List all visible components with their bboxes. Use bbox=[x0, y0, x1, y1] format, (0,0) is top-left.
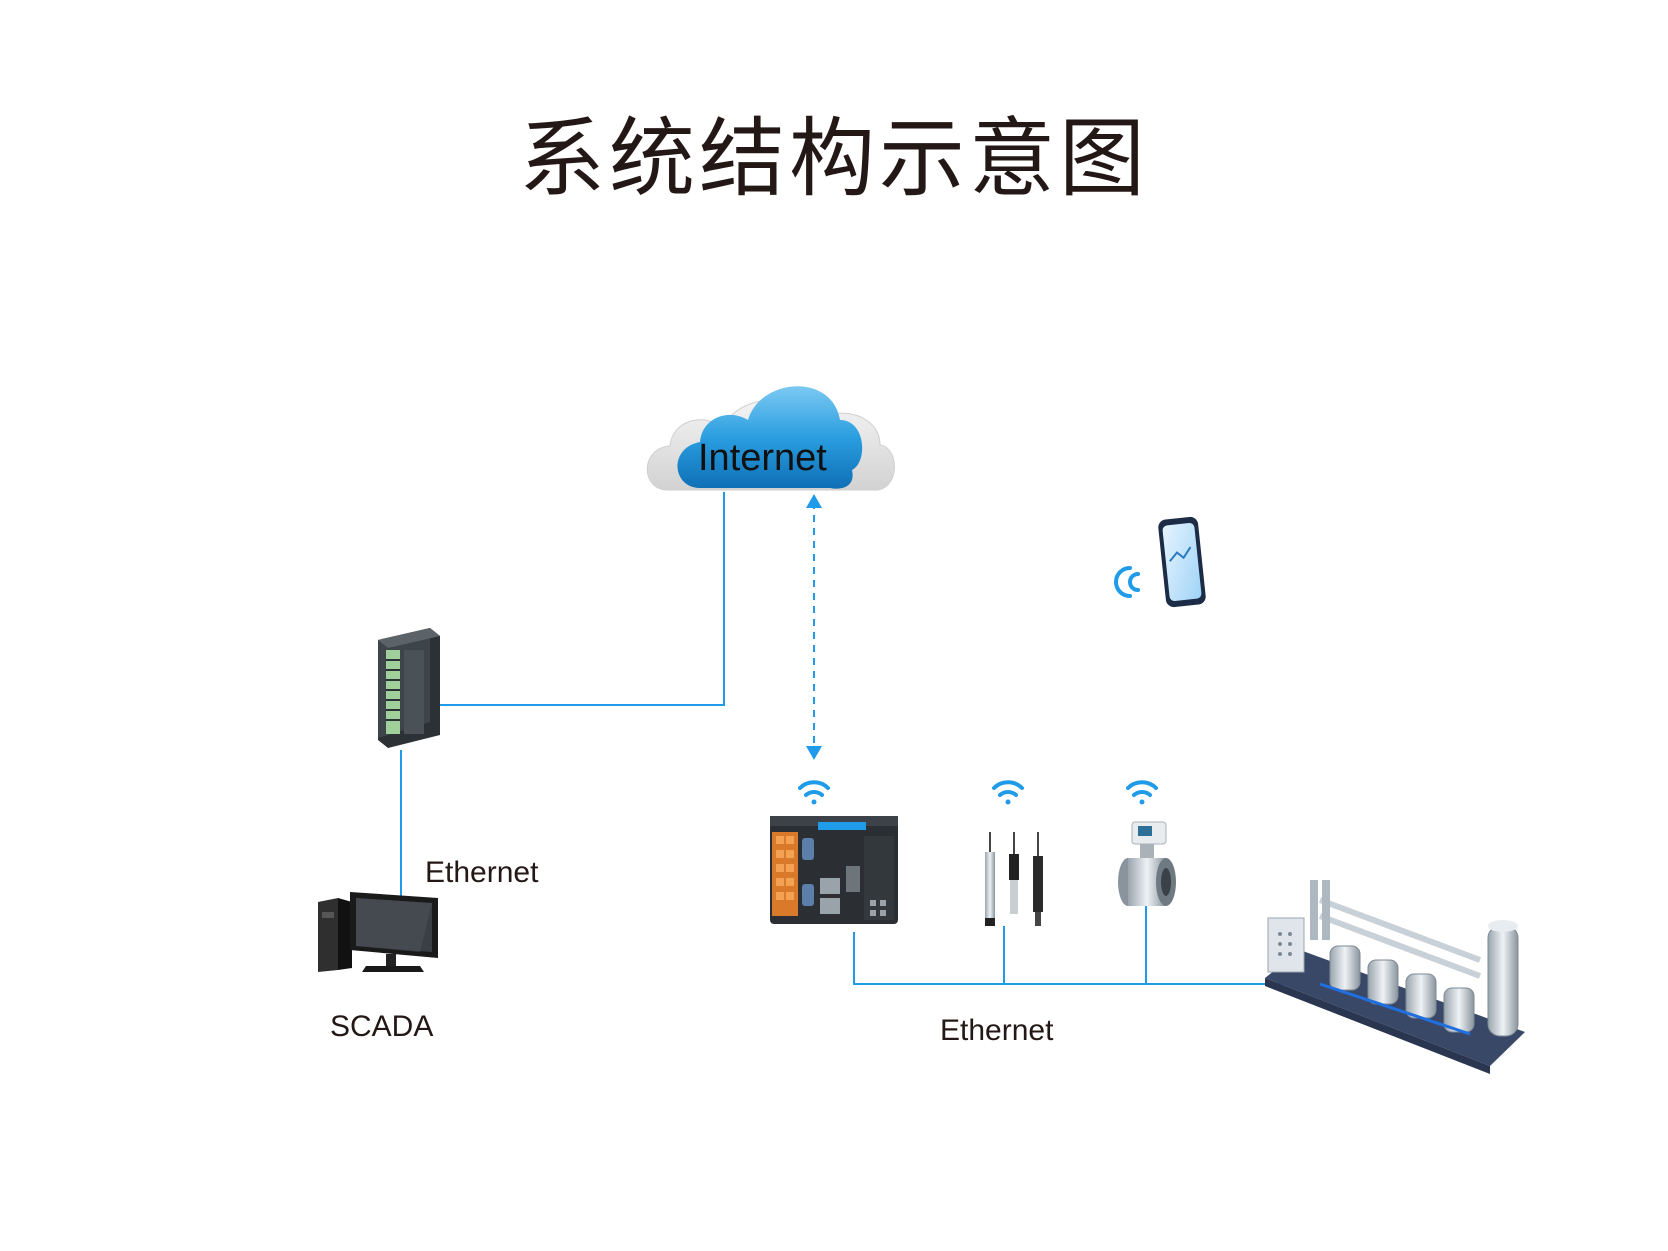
plc-module-icon bbox=[378, 628, 440, 748]
scada-ethernet-label: Ethernet bbox=[425, 856, 539, 889]
water-quality-sensors-icon bbox=[985, 832, 1043, 926]
flow-meter-icon bbox=[1118, 821, 1176, 906]
link-field-ethernet-bus bbox=[853, 906, 1285, 985]
scada-computer-icon bbox=[318, 892, 438, 972]
controller-wifi-icon bbox=[798, 780, 830, 805]
link-cloud-plc-module bbox=[440, 492, 725, 706]
internet-label: Internet bbox=[698, 437, 827, 479]
pump-station-icon bbox=[1265, 880, 1525, 1074]
scada-label: SCADA bbox=[330, 1010, 434, 1043]
flowmeter-wifi-icon bbox=[1126, 780, 1158, 805]
field-ethernet-label: Ethernet bbox=[940, 1014, 1054, 1047]
field-controller-icon bbox=[770, 816, 898, 924]
page-title: 系统结构示意图 bbox=[519, 109, 1149, 209]
internet-cloud-icon bbox=[646, 386, 895, 491]
mobile-phone-icon bbox=[1114, 516, 1206, 608]
link-cloud-controller-wireless bbox=[806, 494, 822, 760]
sensor-wifi-icon bbox=[992, 780, 1024, 805]
